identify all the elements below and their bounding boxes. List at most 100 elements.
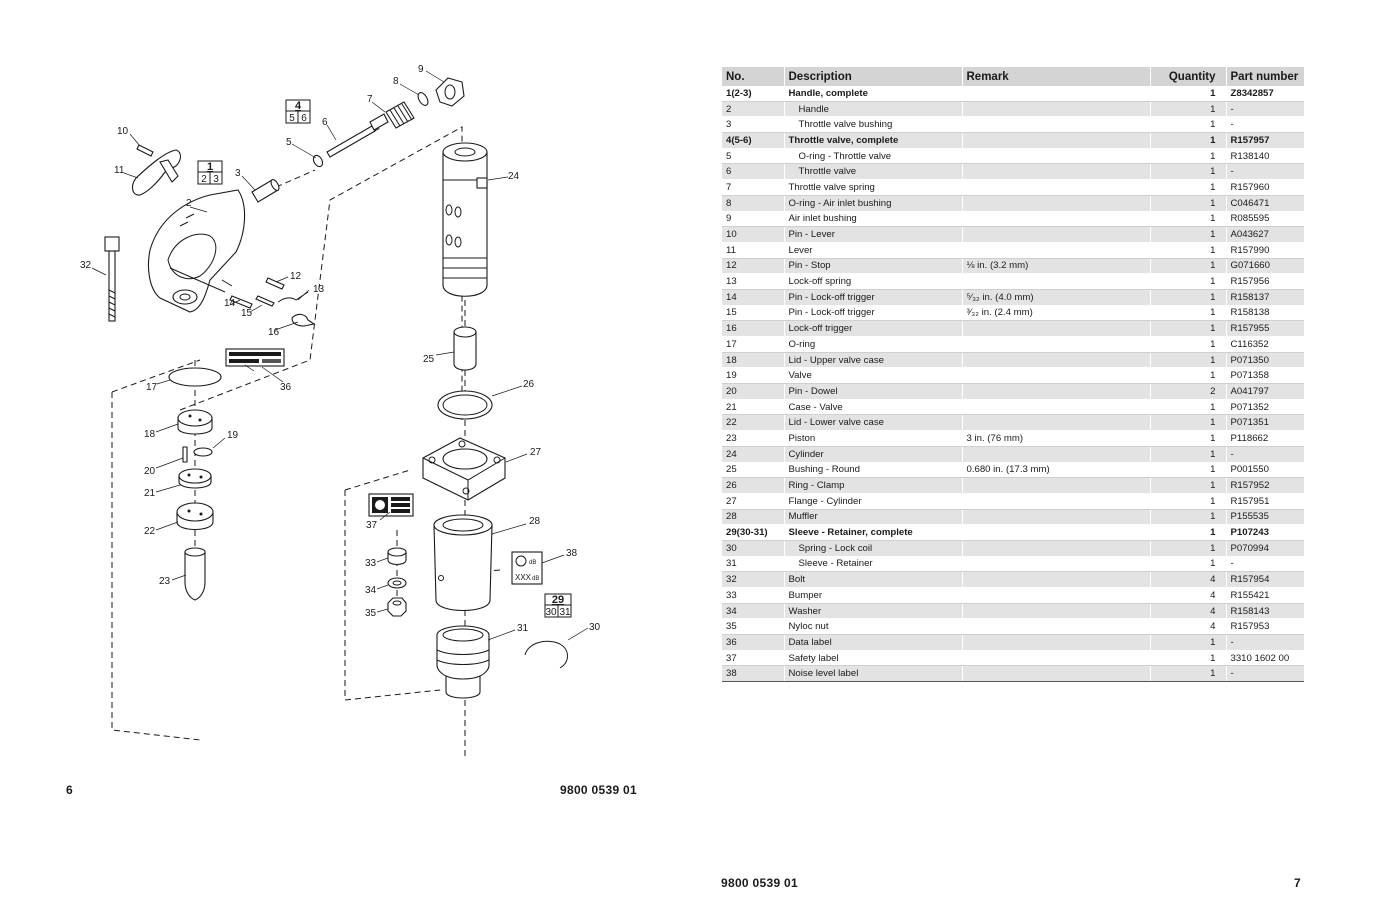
cell-description: Throttle valve spring [783,179,962,196]
cell-part-number: R158138 [1225,305,1304,322]
cell-no: 22 [722,414,784,432]
washer-part [387,577,407,589]
assembly-box-29-left: 30 [545,607,557,618]
callout-33: 33 [365,558,377,569]
cell-no: 7 [722,179,784,196]
callout-37: 37 [366,520,378,531]
assembly-box-4: 4 5 6 [285,99,311,124]
cell-part-number: - [1225,556,1304,573]
nyloc-nut-part [387,597,407,617]
clamp-ring-part [437,390,493,420]
valve-part [193,447,213,457]
callout-25: 25 [423,354,435,365]
retainer-sleeve-part [436,625,490,699]
cell-quantity: 1 [1149,399,1226,416]
cell-no: 13 [722,273,784,290]
cell-description: Throttle valve bushing [783,116,962,134]
cell-description: Flange - Cylinder [783,493,962,510]
oring-17-part [168,367,222,387]
cell-quantity: 1 [1149,242,1226,259]
cell-no: 20 [722,383,784,400]
cell-description: Piston [783,430,962,447]
cell-remark [961,524,1150,541]
cell-quantity: 1 [1149,352,1226,369]
callout-2: 2 [186,198,192,209]
cell-no: 1(2-3) [722,86,784,102]
cell-description: Handle [783,101,962,118]
air-inlet-bushing-part [435,77,465,107]
cell-part-number: P118662 [1225,430,1304,447]
cell-no: 16 [722,320,784,337]
callout-23: 23 [159,576,171,587]
cell-remark [961,179,1150,196]
cell-quantity: 1 [1149,430,1226,447]
cell-remark [961,383,1150,400]
callout-leaders [91,70,589,641]
throttle-spring-part [385,101,415,129]
cylinder-part [442,142,488,297]
cylinder-flange-part [422,437,506,501]
assembly-box-29-right: 31 [559,607,571,618]
dowel-pin-part [182,446,188,463]
cell-description: Lever [783,242,962,259]
cell-no: 34 [722,603,784,620]
exploded-parts-diagram: dB XXX dB 1 2 3 4 5 6 29 30 31 1 2 3 5 6… [80,64,601,760]
cell-description: O-ring [783,336,962,353]
noise-level-label-sticker: dB XXX dB [511,551,543,585]
cell-quantity: 1 [1149,116,1226,134]
callout-18: 18 [144,429,156,440]
cell-description: Muffler [783,509,962,526]
cell-quantity: 1 [1149,336,1226,353]
cell-part-number: P071352 [1225,399,1304,416]
cell-part-number: 3310 1602 00 [1225,650,1304,667]
safety-label-sticker [368,493,414,517]
cell-part-number: - [1225,116,1304,134]
callout-3: 3 [235,168,241,179]
cell-quantity: 1 [1149,132,1226,149]
cell-part-number: R157956 [1225,273,1304,290]
cell-description: Case - Valve [783,399,962,416]
cell-part-number: R157952 [1225,477,1304,494]
cell-part-number: Z8342857 [1225,86,1304,102]
cell-remark [961,273,1150,290]
cell-remark [961,352,1150,369]
cell-remark: 0.680 in. (17.3 mm) [961,462,1150,479]
cell-quantity: 4 [1149,603,1226,620]
cell-part-number: - [1225,101,1304,118]
cell-quantity: 1 [1149,305,1226,322]
cell-no: 14 [722,289,784,306]
cell-description: Throttle valve [783,163,962,181]
callout-24: 24 [508,171,520,182]
cell-description: Lock-off trigger [783,320,962,337]
cell-remark: 3 in. (76 mm) [961,430,1150,447]
col-header-quantity: Quantity [1149,67,1226,86]
callout-9: 9 [418,64,424,75]
cell-no: 25 [722,462,784,479]
cell-no: 10 [722,226,784,243]
cell-remark [961,509,1150,526]
cell-remark [961,132,1150,149]
cell-no: 33 [722,587,784,604]
cell-no: 23 [722,430,784,447]
cell-description: Pin - Lock-off trigger [783,305,962,322]
cell-part-number: P071351 [1225,414,1304,432]
lockoff-pin-part [229,295,253,309]
cell-no: 38 [722,665,784,683]
cell-no: 24 [722,446,784,463]
handle-part [147,189,246,313]
cell-quantity: 1 [1149,462,1226,479]
cell-no: 18 [722,352,784,369]
